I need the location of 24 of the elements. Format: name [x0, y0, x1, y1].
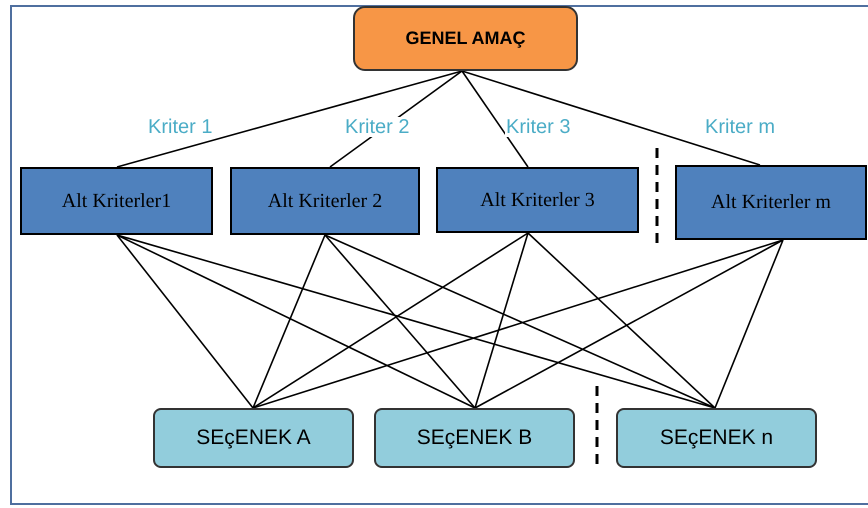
connector-line	[116, 70, 462, 168]
connector-line	[714, 240, 784, 408]
connector-line	[116, 234, 476, 409]
alternative-box: SEçENEK n	[616, 408, 817, 468]
criterion-box: Alt Kriterler1	[20, 167, 213, 235]
edge-label: Kriter 2	[344, 117, 410, 137]
connector-line	[527, 232, 716, 409]
connector-line	[474, 232, 529, 408]
connector-line	[324, 234, 476, 409]
alternative-box: SEçENEK A	[153, 408, 354, 468]
connector-line	[474, 239, 784, 409]
connector-line	[116, 234, 254, 408]
criterion-box: Alt Kriterler 2	[230, 167, 420, 235]
alternative-box: SEçENEK B	[374, 408, 575, 468]
criterion-box: Alt Kriterler m	[675, 165, 867, 240]
goal-box: GENEL AMAÇ	[353, 6, 578, 71]
connector-line	[461, 70, 529, 168]
connector-line	[462, 70, 760, 166]
edge-label: Kriter 3	[505, 117, 572, 137]
connector-line	[252, 239, 784, 409]
connector-line	[252, 232, 528, 409]
connector-line	[324, 234, 716, 409]
criterion-box: Alt Kriterler 3	[436, 167, 639, 233]
connector-line	[252, 234, 326, 408]
